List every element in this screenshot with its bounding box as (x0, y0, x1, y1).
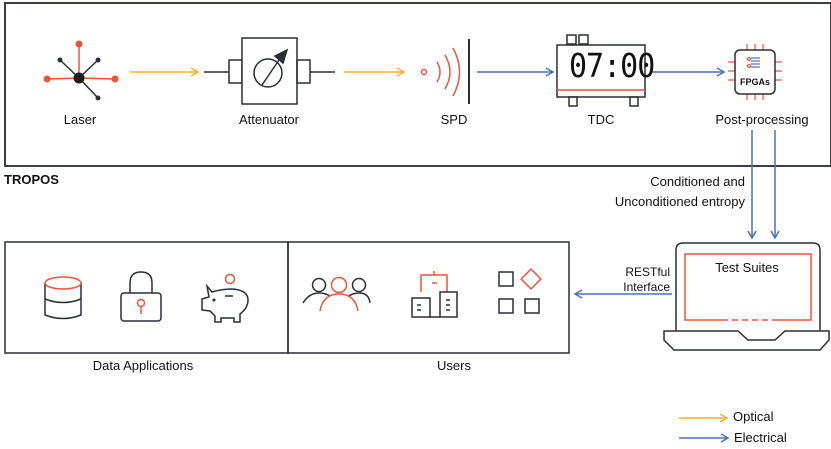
data-applications-label: Data Applications (92, 358, 194, 373)
tropos-box (4, 2, 831, 167)
users-label: Users (437, 358, 471, 373)
data-applications-box (4, 241, 289, 354)
tropos-label: TROPOS (4, 172, 59, 187)
spd-label: SPD (440, 112, 468, 127)
piggy-bank-icon (201, 273, 249, 323)
laser-icon (43, 40, 119, 101)
restful-label-line1: RESTful (625, 265, 670, 279)
legend-optical-label: Optical (733, 409, 774, 424)
chip-icon (728, 44, 782, 100)
entropy-label-line2: Unconditioned entropy (614, 194, 745, 209)
users-icon (302, 276, 371, 312)
restful-label-line2: Interface (623, 280, 670, 294)
database-icon (44, 276, 82, 320)
attenuator-icon (204, 37, 335, 105)
test-suites-title: Test Suites (715, 260, 779, 275)
entropy-label-line1: Conditioned and (650, 174, 745, 189)
attenuator-label: Attenuator (239, 112, 299, 127)
spd-icon (420, 39, 470, 104)
post-processing-label: Post-processing (715, 112, 809, 127)
laser-label: Laser (63, 112, 97, 127)
tdc-display: 07:00 (569, 47, 655, 86)
apps-icon (498, 268, 542, 314)
clock-icon (556, 34, 646, 107)
laptop-icon (663, 242, 830, 351)
tdc-label: TDC (587, 112, 615, 127)
fpga-chip-text: FPGAs (739, 77, 771, 87)
org-chart-icon (411, 271, 458, 318)
legend-electrical-label: Electrical (734, 430, 787, 445)
users-box (287, 241, 570, 354)
lock-icon (120, 271, 162, 322)
